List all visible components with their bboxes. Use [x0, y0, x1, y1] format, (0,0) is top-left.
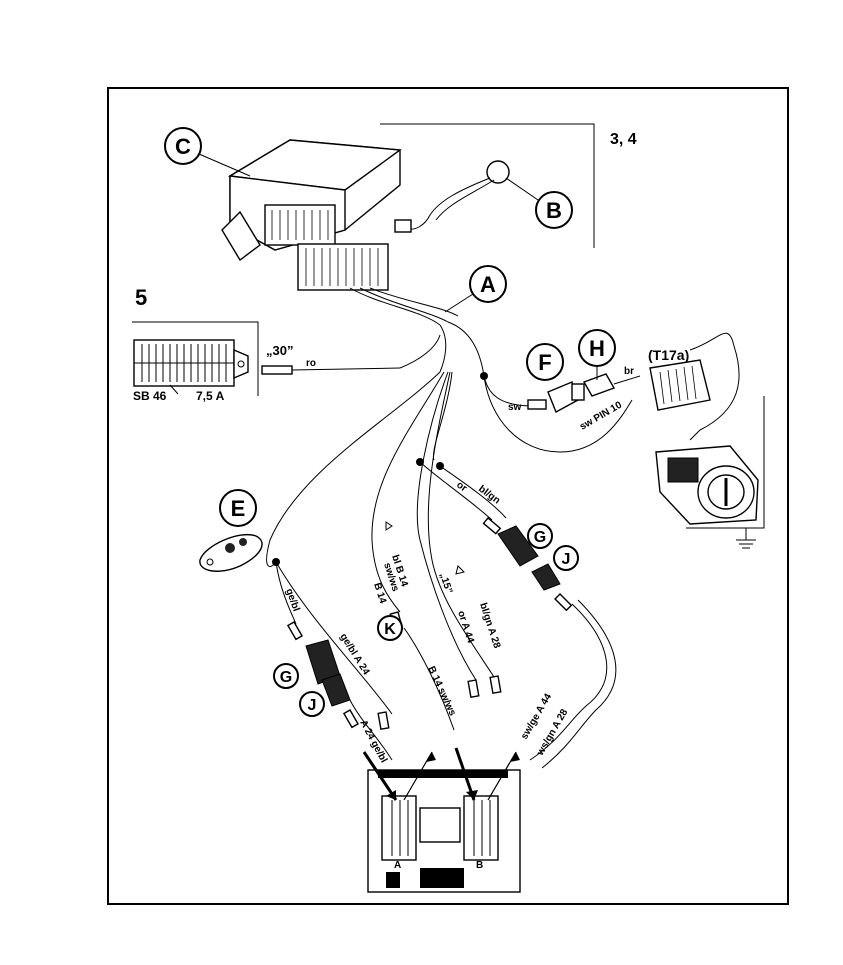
wire-or-upper: or — [454, 480, 469, 495]
control-unit — [222, 140, 400, 290]
wire-sw-pin10: sw PIN 10 — [578, 400, 624, 433]
sensor-b — [395, 161, 509, 232]
connector-j-upper — [532, 564, 560, 590]
callout-J-upper-label: J — [562, 551, 571, 568]
wire-b14: B 14 — [371, 582, 388, 606]
light-switch — [656, 446, 758, 524]
fuse-box — [134, 340, 248, 386]
callout-E-label: E — [231, 496, 246, 521]
section-label-5: 5 — [135, 285, 147, 310]
callout-J-lower-label: J — [308, 697, 317, 714]
callout-B-label: B — [546, 198, 562, 223]
callout-G-lower-label: G — [280, 669, 292, 686]
callout-A-label: A — [480, 272, 496, 297]
callout-C-label: C — [175, 134, 191, 159]
terminal-30: „30” — [266, 343, 293, 358]
ground-symbol — [736, 528, 756, 548]
callout-G-upper-label: G — [534, 529, 546, 546]
connector-housing-f — [548, 382, 584, 412]
ecu-module — [368, 770, 520, 892]
ecu-pin-b: B — [476, 860, 483, 871]
fuse-amp: 7,5 A — [196, 389, 225, 403]
connector-t17a — [650, 360, 710, 410]
wire-bl-gn-upper: bl/gn — [476, 484, 502, 507]
ecu-pin-a: A — [394, 860, 401, 871]
section-label-34: 3, 4 — [610, 131, 637, 148]
wire-br: br — [624, 366, 634, 377]
wire-bl-gn-a28: bl/gn A 28 — [477, 602, 502, 651]
connector-t17a-label: (T17a) — [648, 347, 689, 363]
wire-ge-bl-a24: ge/bl A 24 — [337, 632, 371, 678]
remote-key — [200, 535, 262, 572]
wire-15: „15” — [437, 572, 454, 595]
wire-b14-sw-ws: B 14 sw/ws — [425, 665, 458, 718]
callout-F-label: F — [538, 350, 551, 375]
wire-or-a44: or A 44 — [455, 610, 476, 645]
connector-h — [584, 374, 640, 396]
connector-j-lower — [322, 674, 350, 706]
wire-sw: sw — [508, 402, 522, 413]
callout-H-label: H — [589, 336, 605, 361]
callout-K-label: K — [384, 621, 396, 638]
fuse-sb: SB 46 — [133, 389, 167, 403]
wire-ro: ro — [306, 358, 316, 369]
